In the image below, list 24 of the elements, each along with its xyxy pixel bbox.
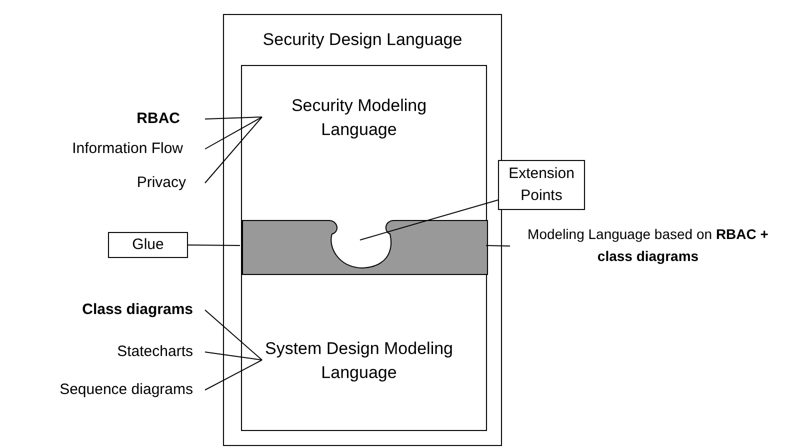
leader-line bbox=[204, 116, 262, 184]
language-label: Information Flow bbox=[20, 138, 205, 160]
region-label: System Design Modeling Language bbox=[264, 337, 454, 387]
leader-line bbox=[204, 310, 262, 360]
leader-line bbox=[204, 360, 262, 390]
outer-box bbox=[223, 14, 502, 446]
note-text: Modeling Language based on RBAC + class diagrams bbox=[510, 223, 786, 269]
language-label: RBAC bbox=[120, 108, 205, 130]
leader-line bbox=[204, 116, 262, 150]
diagram-type-label: Class diagrams bbox=[60, 299, 205, 321]
leader-line bbox=[204, 352, 262, 360]
region-label: Security Modeling Language bbox=[264, 94, 454, 144]
diagram-type-label: Statecharts bbox=[80, 341, 205, 363]
glue-band bbox=[242, 220, 488, 275]
callout-box: Glue bbox=[108, 232, 188, 258]
diagram-type-label: Sequence diagrams bbox=[0, 379, 205, 401]
leader-line bbox=[486, 245, 510, 246]
callout-box: Extension Points bbox=[498, 160, 585, 210]
leader-line bbox=[360, 200, 498, 240]
leader-line bbox=[204, 116, 262, 120]
leader-line bbox=[188, 244, 240, 246]
title-text: Security Design Language bbox=[262, 29, 464, 51]
inner-box bbox=[241, 65, 487, 431]
language-label: Privacy bbox=[100, 172, 205, 194]
